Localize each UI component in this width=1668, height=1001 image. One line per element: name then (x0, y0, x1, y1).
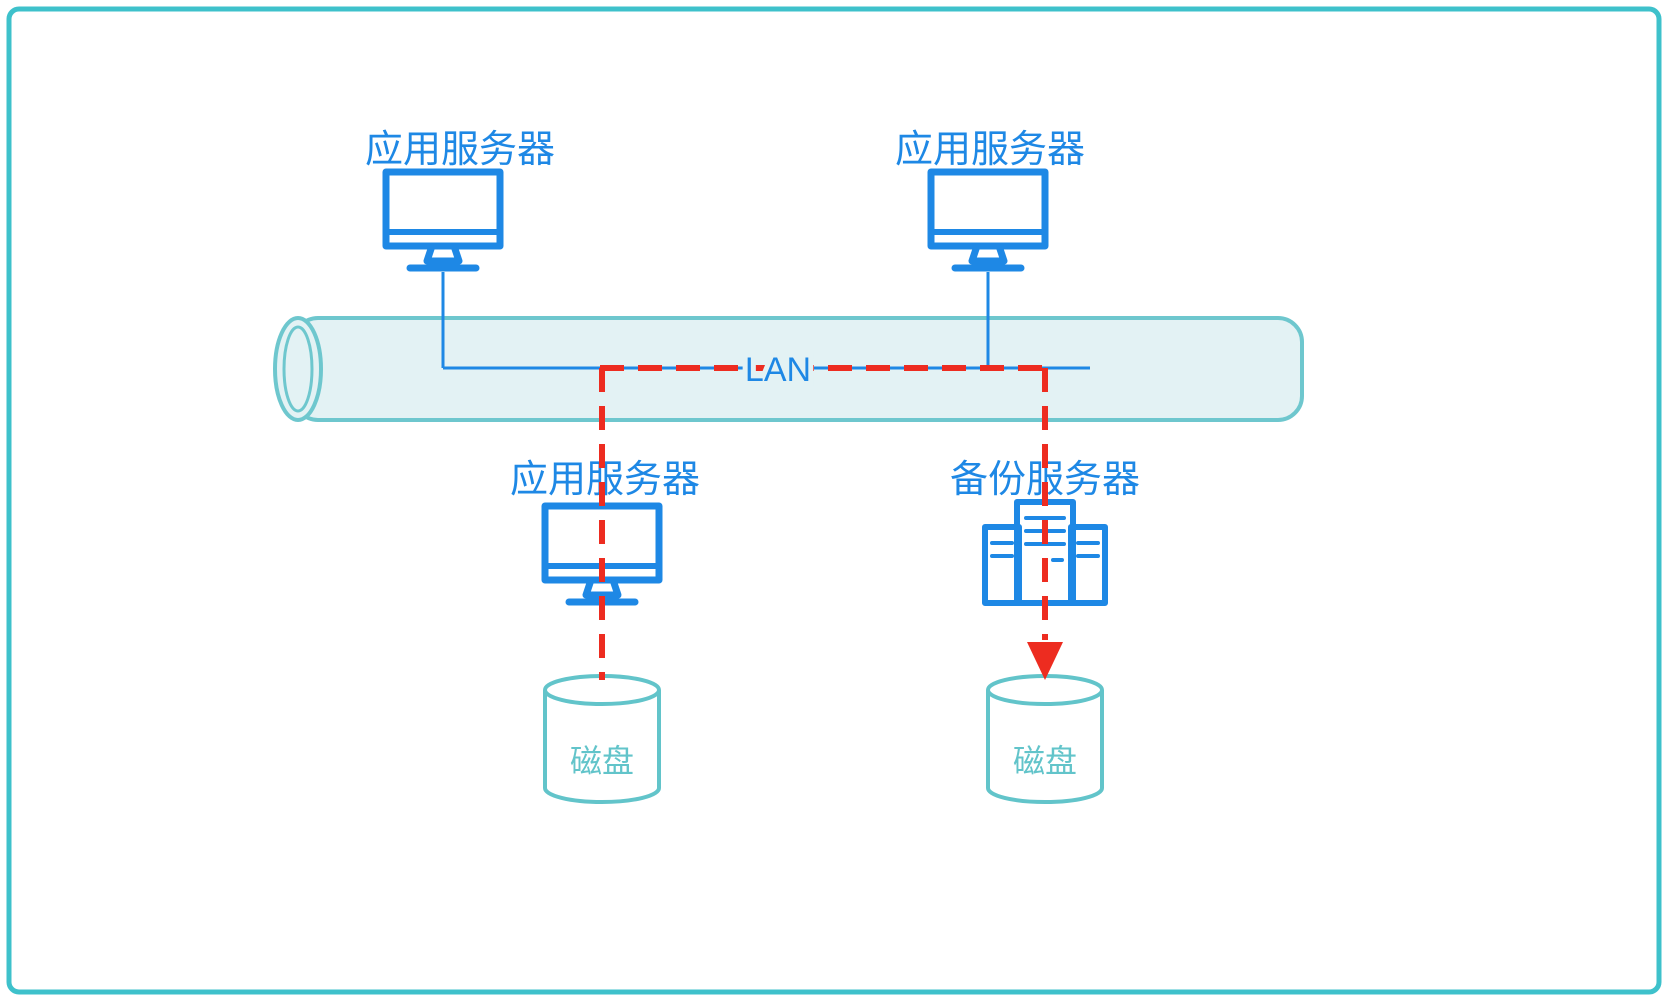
node-disk-right: 磁盘 (986, 674, 1104, 804)
disk-icon (543, 674, 661, 804)
app-server-top-left-label: 应用服务器 (365, 129, 555, 171)
flow-arrowhead-icon (1027, 642, 1063, 680)
backup-flow-path (599, 365, 1063, 680)
node-app-server-top-left: 应用服务器 (365, 129, 555, 272)
lan-pipe-endcap-inner (282, 325, 314, 413)
disk-right-label: 磁盘 (1013, 743, 1077, 779)
diagram-border (6, 6, 1662, 995)
lan-label: LAN (745, 351, 811, 389)
node-app-server-top-right: 应用服务器 (895, 129, 1085, 272)
monitor-icon (927, 168, 1049, 272)
monitor-icon (382, 168, 504, 272)
node-disk-left: 磁盘 (543, 674, 661, 804)
app-server-top-right-label: 应用服务器 (895, 129, 1085, 171)
disk-icon (986, 674, 1104, 804)
lan-pipe-endcap-icon (273, 316, 323, 422)
disk-left-label: 磁盘 (570, 743, 634, 779)
